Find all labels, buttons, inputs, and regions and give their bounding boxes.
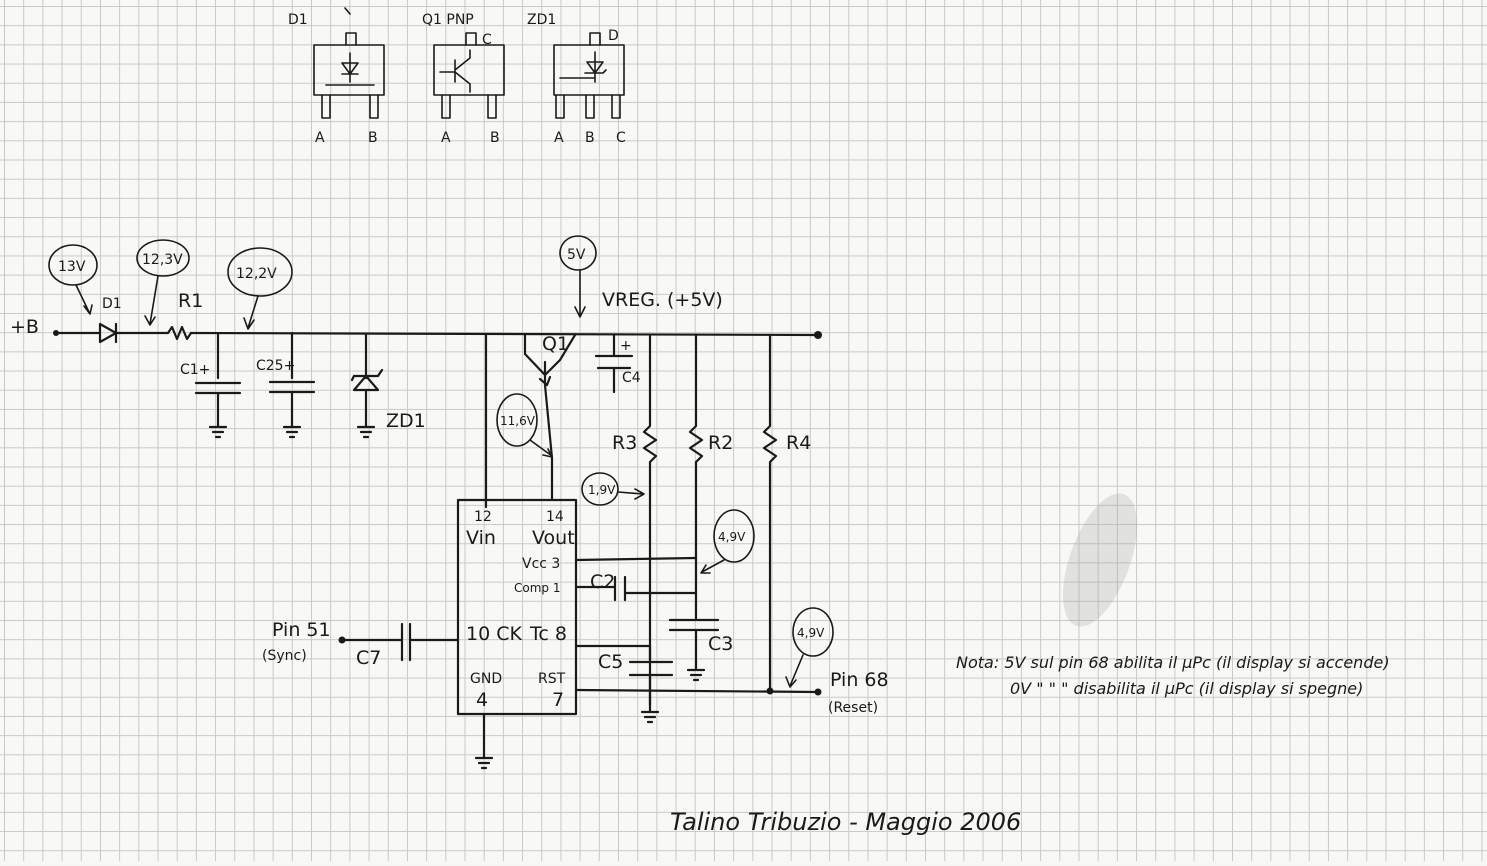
q1-label: Q1 bbox=[542, 333, 569, 355]
ic-regulator: 12 14 Vin Vout Vcc 3 Comp 1 10 CK Tc 8 G… bbox=[456, 498, 578, 770]
callout-11-6v bbox=[496, 393, 538, 447]
callout-12-2v bbox=[227, 247, 293, 297]
callout-5v-text: 5V bbox=[567, 247, 586, 263]
ic-pin-12: 12 bbox=[474, 509, 492, 525]
callout-4-9v-a bbox=[713, 509, 755, 563]
capacitor-c7 bbox=[340, 622, 460, 662]
note-line-1: Nota: 5V sul pin 68 abilita il µPc (il d… bbox=[956, 653, 1390, 672]
ic-comp: Comp 1 bbox=[514, 581, 560, 595]
r1-label: R1 bbox=[178, 290, 203, 312]
pin68-label: Pin 68 bbox=[830, 669, 889, 691]
resistor-r3 bbox=[642, 334, 658, 707]
c5-label: C5 bbox=[598, 651, 623, 673]
pin68-terminal bbox=[814, 688, 822, 696]
c3-label: C3 bbox=[708, 633, 733, 655]
resistor-r4 bbox=[762, 334, 778, 693]
package-d1: D1 A B bbox=[288, 7, 385, 146]
r4-label: R4 bbox=[786, 432, 811, 454]
note-line-2: 0V " " " disabilita il µPc (il display s… bbox=[1010, 679, 1363, 698]
capacitor-c25 bbox=[268, 331, 316, 439]
package-q1-name: Q1 PNP bbox=[422, 12, 474, 28]
signature: Talino Tribuzio - Maggio 2006 bbox=[670, 808, 1021, 836]
input-section: +B D1 R1 C1+ C25+ ZD1 bbox=[10, 290, 822, 439]
c1-label: C1+ bbox=[180, 362, 210, 378]
callout-13v-text: 13V bbox=[58, 259, 86, 275]
resistor-r1 bbox=[166, 325, 193, 341]
capacitor-c4 bbox=[594, 333, 634, 394]
package-zd1-pin-d: D bbox=[608, 28, 619, 44]
voltage-callouts: 13V 12,3V 12,2V 5V 11,6V 1,9V 4,9V 4,9V bbox=[48, 235, 834, 688]
package-q1-pin-a: A bbox=[441, 130, 451, 146]
callout-4-9v-a-text: 4,9V bbox=[718, 530, 746, 544]
package-d1-pin-b: B bbox=[368, 130, 378, 146]
capacitor-c5 bbox=[574, 644, 674, 724]
ic-clk: 10 CK bbox=[466, 623, 522, 645]
capacitor-c3 bbox=[668, 553, 720, 682]
transistor-q1: Q1 + C4 VREG. (+5V) bbox=[484, 289, 723, 509]
ic-gnd-num: 4 bbox=[476, 689, 488, 711]
ic-vin: Vin bbox=[466, 527, 496, 549]
callout-1-9v bbox=[581, 472, 619, 506]
resistor-r2 bbox=[688, 334, 704, 557]
callout-11-6v-text: 11,6V bbox=[500, 414, 536, 428]
callout-13v bbox=[48, 244, 98, 286]
reset-label: (Reset) bbox=[828, 700, 878, 716]
ic-wiring: C2 C3 C5 C7 Pin 51 (Sync) Pin 68 (Reset) bbox=[262, 553, 889, 724]
pencil-smudge bbox=[1063, 493, 1137, 627]
callout-12-2v-text: 12,2V bbox=[236, 266, 277, 282]
pin51-terminal bbox=[338, 636, 346, 644]
ic-pin-14: 14 bbox=[546, 509, 564, 525]
package-d1-pin-a: A bbox=[315, 130, 325, 146]
ic-gnd: GND bbox=[470, 671, 502, 687]
ic-tc: Tc 8 bbox=[529, 623, 567, 645]
capacitor-c2 bbox=[574, 575, 698, 602]
ic-rst-num: 7 bbox=[552, 689, 564, 711]
r3-label: R3 bbox=[612, 432, 637, 454]
sync-label: (Sync) bbox=[262, 648, 307, 664]
ic-ground bbox=[474, 712, 494, 770]
ic-vcc: Vcc 3 bbox=[522, 556, 560, 572]
ic-body bbox=[456, 498, 578, 716]
capacitor-c1 bbox=[194, 331, 242, 439]
ic-rst: RST bbox=[538, 671, 566, 687]
callout-5v bbox=[559, 235, 597, 271]
c2-label: C2 bbox=[590, 571, 615, 593]
callout-1-9v-text: 1,9V bbox=[588, 483, 616, 497]
package-q1-pin-c: C bbox=[482, 32, 492, 48]
package-d1-name: D1 bbox=[288, 12, 308, 28]
r2-label: R2 bbox=[708, 432, 733, 454]
package-zd1-pin-b: B bbox=[585, 130, 595, 146]
package-zd1-pin-a: A bbox=[554, 130, 564, 146]
package-q1-pin-b: B bbox=[490, 130, 500, 146]
d1-label: D1 bbox=[102, 296, 122, 312]
vreg-label: VREG. (+5V) bbox=[602, 289, 723, 311]
callout-12-3v bbox=[136, 239, 190, 277]
c7-label: C7 bbox=[356, 647, 381, 669]
package-zd1-pin-c: C bbox=[616, 130, 626, 146]
diode-d1 bbox=[98, 322, 118, 344]
c4-plus: + bbox=[620, 338, 632, 354]
c4-label: C4 bbox=[622, 370, 641, 386]
zd1-label: ZD1 bbox=[386, 410, 426, 432]
package-q1: Q1 PNP C A B bbox=[422, 12, 505, 146]
plus-b-label: +B bbox=[10, 316, 39, 338]
callout-4-9v-b bbox=[792, 607, 834, 657]
zener-zd1 bbox=[350, 333, 384, 439]
package-zd1: ZD1 D A B C bbox=[527, 12, 626, 146]
ic-vout: Vout bbox=[532, 527, 575, 549]
package-zd1-name: ZD1 bbox=[527, 12, 556, 28]
callout-4-9v-b-text: 4,9V bbox=[797, 626, 825, 640]
pin51-label: Pin 51 bbox=[272, 619, 331, 641]
vreg-output-node bbox=[814, 331, 822, 339]
resistor-network: R3 R2 R4 bbox=[612, 334, 811, 707]
c25-label: C25+ bbox=[256, 358, 295, 374]
callout-12-3v-text: 12,3V bbox=[142, 252, 183, 268]
